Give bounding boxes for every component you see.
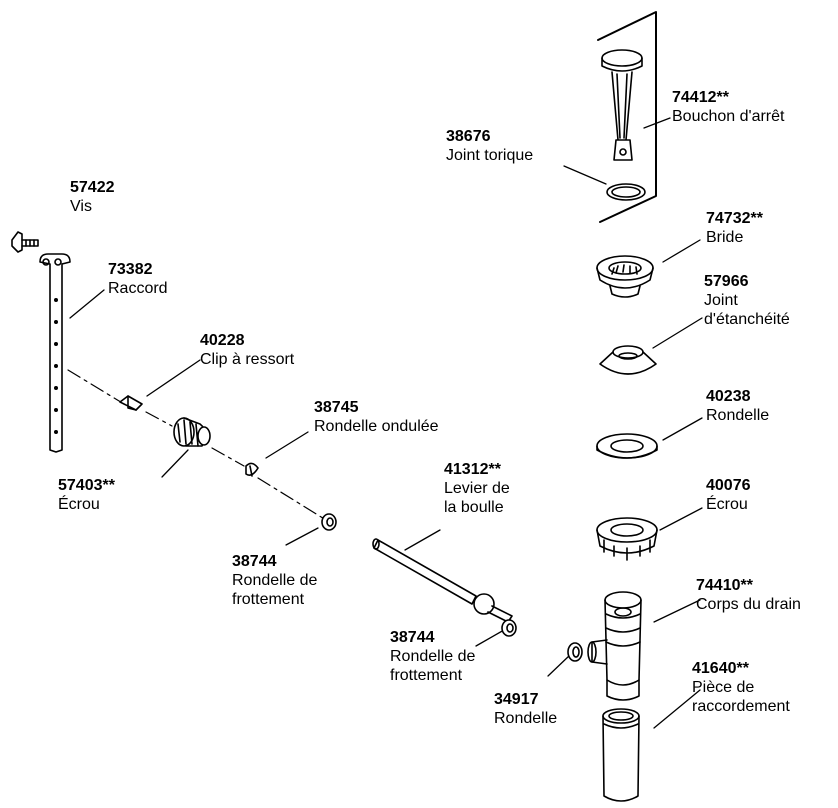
flange-icon bbox=[596, 255, 654, 298]
part-number: 40076 bbox=[706, 477, 751, 494]
wave-washer-icon bbox=[245, 462, 259, 477]
part-number: 38745 bbox=[314, 399, 359, 416]
callout-41312: 41312** Levier de la boulle bbox=[444, 460, 510, 517]
callout-73382: 73382 Raccord bbox=[108, 260, 168, 298]
part-name: Pièce de bbox=[692, 679, 755, 696]
callout-41640: 41640** Pièce de raccordement bbox=[692, 659, 790, 716]
callout-57403: 57403** Écrou bbox=[58, 476, 115, 514]
friction-washer-icon bbox=[501, 619, 517, 637]
part-number: 74412** bbox=[672, 89, 729, 106]
callout-57422: 57422 Vis bbox=[70, 178, 115, 216]
part-number: 57403** bbox=[58, 477, 115, 494]
washer-icon bbox=[567, 642, 583, 662]
part-name: Raccord bbox=[108, 280, 168, 297]
callout-40076: 40076 Écrou bbox=[706, 476, 751, 514]
part-number: 74410** bbox=[696, 577, 753, 594]
part-number: 38744 bbox=[232, 553, 277, 570]
callout-38745: 38745 Rondelle ondulée bbox=[314, 398, 439, 436]
part-name: Levier de bbox=[444, 480, 510, 497]
part-name: Écrou bbox=[58, 496, 100, 513]
callout-74410: 74410** Corps du drain bbox=[696, 576, 801, 614]
o-ring-icon bbox=[606, 183, 646, 201]
part-number: 57966 bbox=[704, 273, 749, 290]
callout-57966: 57966 Joint d'étanchéité bbox=[704, 272, 790, 329]
part-number: 38744 bbox=[390, 629, 435, 646]
callout-74412: 74412** Bouchon d'arrêt bbox=[672, 88, 784, 126]
part-name: Rondelle de bbox=[390, 648, 476, 665]
part-number: 34917 bbox=[494, 691, 539, 708]
part-name: Bouchon d'arrêt bbox=[672, 108, 785, 125]
part-number: 38676 bbox=[446, 128, 491, 145]
assembly-axis bbox=[67, 369, 327, 521]
part-number: 41640** bbox=[692, 660, 749, 677]
callout-38676: 38676 Joint torique bbox=[446, 127, 533, 165]
part-name: Joint bbox=[704, 292, 738, 309]
part-number: 74732** bbox=[706, 210, 763, 227]
part-number: 40228 bbox=[200, 332, 245, 349]
part-name: Rondelle de bbox=[232, 572, 318, 589]
part-name: Vis bbox=[70, 198, 92, 215]
part-number: 40238 bbox=[706, 388, 751, 405]
part-name: Corps du drain bbox=[696, 596, 801, 613]
gasket-icon bbox=[599, 345, 657, 375]
part-name: Rondelle ondulée bbox=[314, 418, 439, 435]
leader-lines bbox=[69, 117, 703, 729]
washer-icon bbox=[596, 433, 658, 459]
ball-rod-icon bbox=[372, 538, 513, 623]
callout-40238: 40238 Rondelle bbox=[706, 387, 769, 425]
stopper-icon bbox=[601, 49, 643, 161]
thumb-screw-icon bbox=[11, 231, 39, 253]
nut-icon bbox=[596, 517, 658, 561]
strap-icon bbox=[39, 253, 71, 453]
part-number: 73382 bbox=[108, 261, 153, 278]
part-name: Rondelle bbox=[494, 710, 558, 727]
part-name: frottement bbox=[390, 667, 463, 684]
part-name: Rondelle bbox=[706, 407, 770, 424]
part-name: Écrou bbox=[706, 496, 748, 513]
part-number: 41312** bbox=[444, 461, 501, 478]
part-name: frottement bbox=[232, 591, 305, 608]
stopper-bracket bbox=[597, 11, 657, 223]
part-name: Joint torique bbox=[446, 147, 534, 164]
callout-74732: 74732** Bride bbox=[706, 209, 763, 247]
callout-34917: 34917 Rondelle bbox=[494, 690, 557, 728]
knurled-nut-icon bbox=[173, 417, 211, 447]
part-name: la boulle bbox=[444, 499, 504, 516]
part-name: d'étanchéité bbox=[704, 311, 790, 328]
part-name: Clip à ressort bbox=[200, 351, 295, 368]
part-name: Bride bbox=[706, 229, 744, 246]
part-name: raccordement bbox=[692, 698, 790, 715]
callout-40228: 40228 Clip à ressort bbox=[200, 331, 294, 369]
part-number: 57422 bbox=[70, 179, 115, 196]
callout-38744-upper: 38744 Rondelle de frottement bbox=[232, 552, 317, 609]
drain-body-icon bbox=[587, 591, 642, 701]
callout-38744-lower: 38744 Rondelle de frottement bbox=[390, 628, 475, 685]
spring-clip-icon bbox=[119, 395, 143, 411]
friction-washer-icon bbox=[321, 513, 337, 531]
tailpiece-icon bbox=[602, 708, 640, 802]
